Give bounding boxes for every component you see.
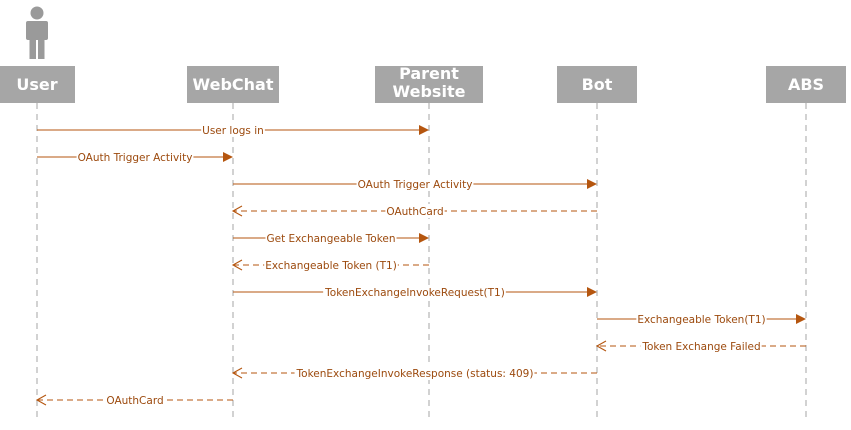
message-4: OAuthCard xyxy=(231,204,597,218)
participant-label-abs: ABS xyxy=(788,75,824,94)
message-label-bg xyxy=(264,258,398,272)
message-label: OAuth Trigger Activity xyxy=(358,179,473,191)
filled-arrowhead-icon xyxy=(587,179,597,189)
message-label: Exchangeable Token(T1) xyxy=(637,314,765,326)
message-label: Get Exchangeable Token xyxy=(266,233,395,245)
message-label-bg xyxy=(294,366,535,380)
message-label: OAuthCard xyxy=(386,206,443,218)
message-label-bg xyxy=(385,204,445,218)
message-label-bg xyxy=(356,177,474,191)
message-3: OAuth Trigger Activity xyxy=(233,177,597,191)
participant-box-abs xyxy=(766,66,846,103)
message-label-bg xyxy=(265,231,397,245)
message-2: OAuth Trigger Activity xyxy=(37,150,233,164)
message-label-bg xyxy=(323,285,506,299)
message-9: Token Exchange Failed xyxy=(595,339,806,353)
participant-label-bot: Bot xyxy=(582,75,613,94)
filled-arrowhead-icon xyxy=(419,233,429,243)
participant-label-user: User xyxy=(16,75,57,94)
filled-arrowhead-icon xyxy=(419,125,429,135)
filled-arrowhead-icon xyxy=(796,314,806,324)
message-label-bg xyxy=(636,312,767,326)
participant-box-user xyxy=(0,66,75,103)
message-label: TokenExchangeInvokeResponse (status: 409… xyxy=(296,368,534,380)
message-label: TokenExchangeInvokeRequest(T1) xyxy=(324,287,505,299)
participant-box-bot xyxy=(557,66,637,103)
message-label: Token Exchange Failed xyxy=(641,341,760,353)
participant-label-webchat: WebChat xyxy=(193,75,274,94)
message-label: User logs in xyxy=(202,125,264,137)
message-label: OAuth Trigger Activity xyxy=(78,152,193,164)
participant-box-webchat xyxy=(187,66,279,103)
open-arrowhead-icon xyxy=(595,340,607,352)
person-icon xyxy=(26,6,48,59)
message-label: Exchangeable Token (T1) xyxy=(265,260,397,272)
message-11: OAuthCard xyxy=(35,393,233,407)
message-label: OAuthCard xyxy=(106,395,163,407)
message-1: User logs in xyxy=(37,123,429,137)
message-10: TokenExchangeInvokeResponse (status: 409… xyxy=(231,366,597,380)
message-label-bg xyxy=(76,150,194,164)
message-8: Exchangeable Token(T1) xyxy=(597,312,806,326)
open-arrowhead-icon xyxy=(35,394,47,406)
participant-box-parent xyxy=(375,66,483,103)
message-label-bg xyxy=(201,123,265,137)
filled-arrowhead-icon xyxy=(223,152,233,162)
message-5: Get Exchangeable Token xyxy=(233,231,429,245)
message-7: TokenExchangeInvokeRequest(T1) xyxy=(233,285,597,299)
open-arrowhead-icon xyxy=(231,205,243,217)
message-6: Exchangeable Token (T1) xyxy=(231,258,429,272)
open-arrowhead-icon xyxy=(231,367,243,379)
filled-arrowhead-icon xyxy=(587,287,597,297)
message-label-bg xyxy=(640,339,762,353)
message-label-bg xyxy=(105,393,165,407)
open-arrowhead-icon xyxy=(231,259,243,271)
